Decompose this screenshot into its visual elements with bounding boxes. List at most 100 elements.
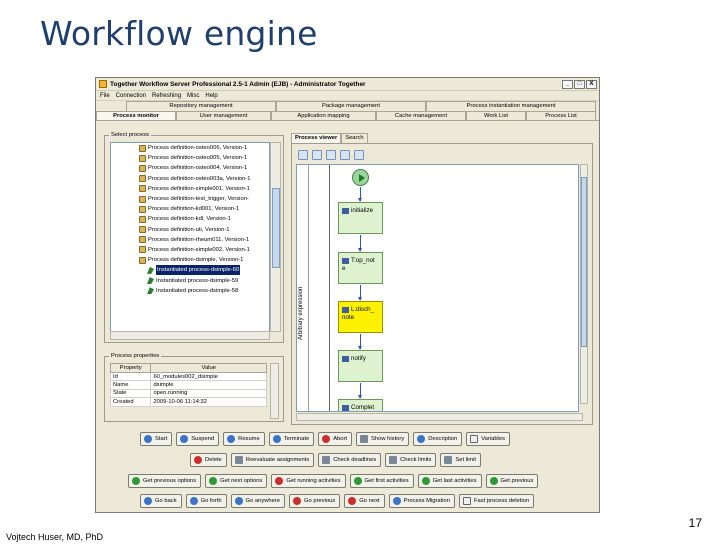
tree-item[interactable]: Process definition-dsimple, Version-1 [111,255,269,265]
description-button[interactable]: Description [413,432,463,446]
tree-item-label: Process definition-kdl, Version-1 [148,216,231,223]
maximize-button[interactable]: □ [574,79,585,89]
delete-button[interactable]: Delete [190,453,227,467]
variables-button[interactable]: Variables [466,432,510,446]
button-label: Go forth [200,498,222,504]
menu-file[interactable]: File [100,92,110,99]
tree-scroll-thumb[interactable] [272,188,280,268]
tree-item[interactable]: Process definition-rheum011, Version-1 [111,235,269,245]
tab-process-list[interactable]: Process List [526,111,596,120]
process-graph-canvas[interactable]: Arbitrary expression initialize T:op_not… [296,164,579,412]
tree-item[interactable]: Process definition-osteo003a, Version-1 [111,174,269,184]
activity-op-note[interactable]: T:op_not e [338,252,383,284]
get-previous-button[interactable]: Get previous [485,474,539,488]
activity-complete[interactable]: Complet [338,399,383,411]
tab-work-list[interactable]: Work List [466,111,526,120]
check-deadlines-button[interactable]: Check deadlines [318,453,382,467]
abort-button[interactable]: Abort [318,432,353,446]
properties-scrollbar[interactable] [270,363,279,419]
tree-item[interactable]: Process definition-osteo006, Version-1 [111,143,269,153]
get-previous-options-button[interactable]: Get previous options [128,474,202,488]
tree-item[interactable]: Process definition-simple002, Version-1 [111,245,269,255]
minimize-button[interactable]: _ [562,79,573,89]
canvas-scroll-thumb[interactable] [581,177,587,347]
zoom-out-icon[interactable] [312,150,322,160]
go-back-button[interactable]: Go back [140,494,182,508]
tree-item[interactable]: Process definition-osteo004, Version-1 [111,163,269,173]
print-icon[interactable] [340,150,350,160]
tab-process-viewer[interactable]: Process viewer [291,133,342,143]
menu-help[interactable]: Help [205,92,218,99]
menu-misc[interactable]: Misc [187,92,200,99]
go-next-button[interactable]: Go next [344,494,385,508]
close-button[interactable]: X [586,79,597,89]
tree-item[interactable]: Instantiated process-dsimple-58 [111,286,269,296]
activity-icon [342,405,349,411]
activity-disch-note[interactable]: L:disch_ note [338,301,383,333]
get-last-activities-button[interactable]: Get last activities [417,474,482,488]
set-limit-button[interactable]: Set limit [440,453,481,467]
tree-item[interactable]: Process definition-kdl, Version-1 [111,214,269,224]
activity-initialize[interactable]: initialize [338,202,383,234]
tab-repository-management[interactable]: Repository management [126,101,276,111]
go-forth-button[interactable]: Go forth [185,494,227,508]
column-value[interactable]: Value [150,363,267,373]
tree-item[interactable]: Process definition-osteo005, Version-1 [111,153,269,163]
start-button[interactable]: Start [140,432,173,446]
tree-horizontal-scrollbar[interactable] [110,331,270,340]
get-running-activities-button[interactable]: Get running activities [271,474,346,488]
get-next-options-button[interactable]: Get next options [205,474,268,488]
process-migration-button[interactable]: Process Migration [388,494,456,508]
check-limits-icon [389,456,398,464]
get-running-activities-icon [275,477,284,485]
button-label: Get last activities [432,478,477,484]
tree-item[interactable]: Process definition-test_trigger, Version… [111,194,269,204]
start-event-icon[interactable] [352,169,369,186]
reevaluate-assignments-button[interactable]: Reevaluate assignments [230,453,315,467]
go-anywhere-button[interactable]: Go anywhere [230,494,286,508]
suspend-button[interactable]: Suspend [176,432,220,446]
tree-item[interactable]: Instantiated process-dsimple-60 [111,265,269,276]
tab-application-mapping[interactable]: Application mapping [271,111,376,120]
definition-icon [139,236,146,244]
tab-search[interactable]: Search [341,133,368,143]
definition-icon [139,246,146,254]
get-first-activities-icon [353,477,362,485]
fast-process-deletion-button[interactable]: Fast process deletion [459,494,535,508]
column-property[interactable]: Property [109,363,152,373]
zoom-in-icon[interactable] [298,150,308,160]
canvas-vertical-scrollbar[interactable] [580,164,588,404]
canvas-horizontal-scrollbar[interactable] [296,413,583,421]
menu-refreshing[interactable]: Refreshing [152,92,182,99]
property-cell: Id [109,371,152,382]
tree-item[interactable]: Instantiated process-dsimple-59 [111,275,269,285]
show-history-button[interactable]: Show history [356,432,410,446]
window-titlebar[interactable]: Together Workflow Server Professional 2.… [96,78,599,91]
terminate-button[interactable]: Terminate [268,432,315,446]
tree-item[interactable]: Process definition-uti, Version-1 [111,225,269,235]
transition-arrow [358,235,362,252]
check-limits-button[interactable]: Check limits [385,453,437,467]
get-first-activities-button[interactable]: Get first activities [349,474,414,488]
zoom-reset-icon[interactable] [326,150,336,160]
tab-process-monitor[interactable]: Process monitor [96,111,176,120]
tree-vertical-scrollbar[interactable] [270,142,281,332]
tab-user-management[interactable]: User management [176,111,271,120]
resume-button[interactable]: Resume [223,432,265,446]
tab-package-management[interactable]: Package management [276,101,426,111]
tab-process-instantiation-management[interactable]: Process instantiation management [426,101,596,111]
tab-cache-management[interactable]: Cache management [376,111,466,120]
go-previous-button[interactable]: Go previous [289,494,341,508]
activity-notify[interactable]: notify [338,350,383,382]
settings-icon[interactable] [354,150,364,160]
menu-connection[interactable]: Connection [115,92,147,99]
value-cell: 2009-10-06 11:14:32 [150,397,267,407]
tree-item[interactable]: Process definition-kd001, Version-1 [111,204,269,214]
tree-item[interactable]: Process definition-simple001, Version-1 [111,184,269,194]
